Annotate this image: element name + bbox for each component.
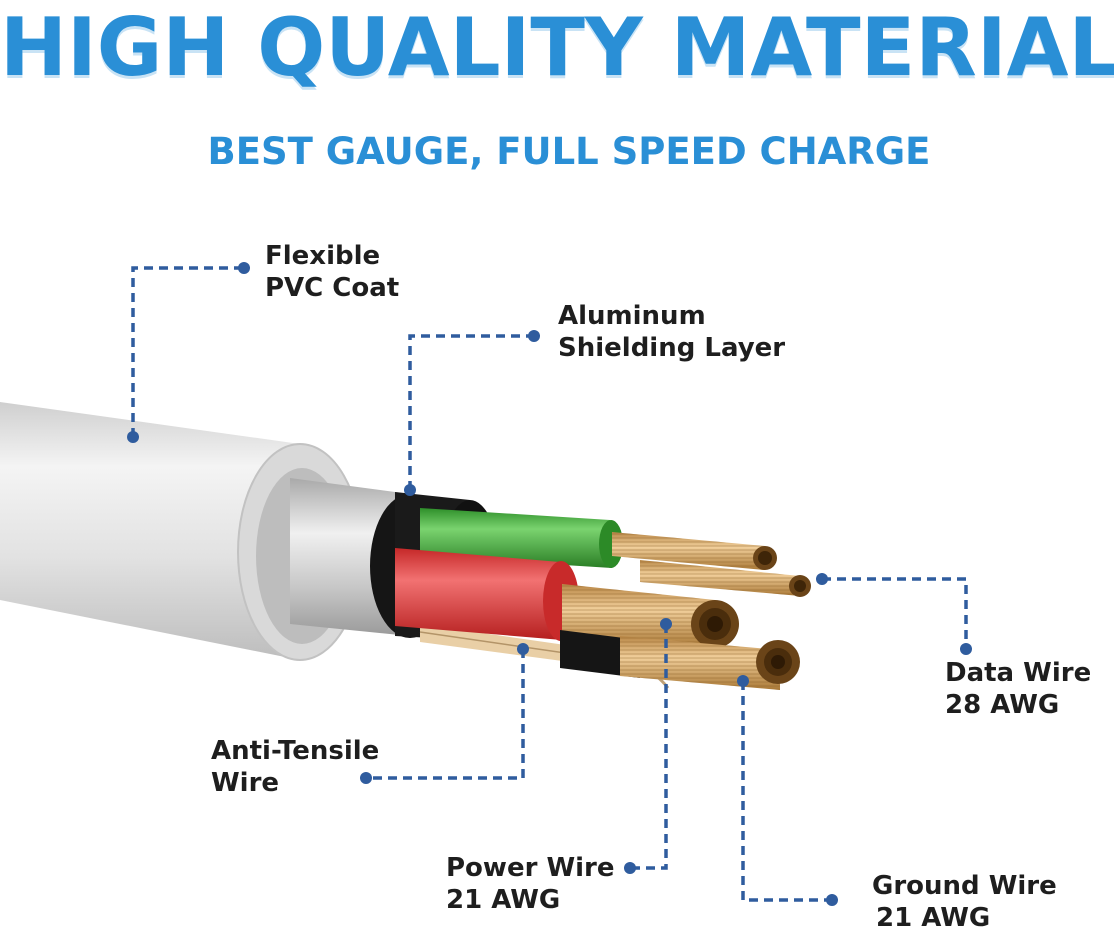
dot-anti-tensile-start — [517, 643, 529, 655]
dot-shielding-start — [404, 484, 416, 496]
red-power-wire — [395, 548, 739, 648]
label-shielding-line2: Shielding Layer — [558, 333, 786, 363]
label-shielding: Aluminum Shielding Layer — [558, 300, 785, 364]
label-power-wire-line1: Power Wire — [446, 853, 615, 883]
label-anti-tensile: Anti-Tensile Wire — [211, 735, 379, 799]
page-subtitle: BEST GAUGE, FULL SPEED CHARGE — [207, 130, 931, 173]
page-title: HIGH QUALITY MATERIAL — [0, 1, 1114, 94]
dot-anti-tensile-end — [360, 772, 372, 784]
label-data-wire-line1: Data Wire — [945, 658, 1092, 688]
dot-ground-wire-end — [826, 894, 838, 906]
dot-data-wire-end — [960, 643, 972, 655]
leader-ground-wire — [741, 681, 832, 902]
leader-data-wire — [822, 577, 968, 649]
dot-power-wire-start — [660, 618, 672, 630]
label-pvc-coat-line2: PVC Coat — [265, 273, 400, 303]
leader-power-wire — [630, 624, 668, 870]
label-pvc-coat: Flexible PVC Coat — [265, 240, 399, 304]
leader-shielding — [408, 334, 534, 490]
leader-pvc-coat — [131, 266, 244, 437]
label-ground-wire-line2: 21 AWG — [876, 903, 991, 933]
leader-anti-tensile — [366, 649, 525, 780]
label-ground-wire-line1: Ground Wire — [872, 871, 1057, 901]
dot-data-wire-start — [816, 573, 828, 585]
label-power-wire-line2: 21 AWG — [446, 885, 561, 915]
label-power-wire: Power Wire 21 AWG — [446, 852, 615, 916]
label-data-wire: Data Wire 28 AWG — [945, 657, 1091, 721]
label-shielding-line1: Aluminum — [558, 301, 706, 331]
label-ground-wire: Ground Wire 21 AWG — [872, 870, 1057, 934]
label-pvc-coat-line1: Flexible — [265, 241, 381, 271]
label-anti-tensile-line2: Wire — [211, 768, 280, 798]
green-data-wire — [420, 508, 811, 597]
label-anti-tensile-line1: Anti-Tensile — [211, 736, 380, 766]
dot-pvc-coat-start — [127, 431, 139, 443]
dot-pvc-coat-end — [238, 262, 250, 274]
dot-shielding-end — [528, 330, 540, 342]
dot-ground-wire-start — [737, 675, 749, 687]
dot-power-wire-end — [624, 862, 636, 874]
label-data-wire-line2: 28 AWG — [945, 690, 1060, 720]
